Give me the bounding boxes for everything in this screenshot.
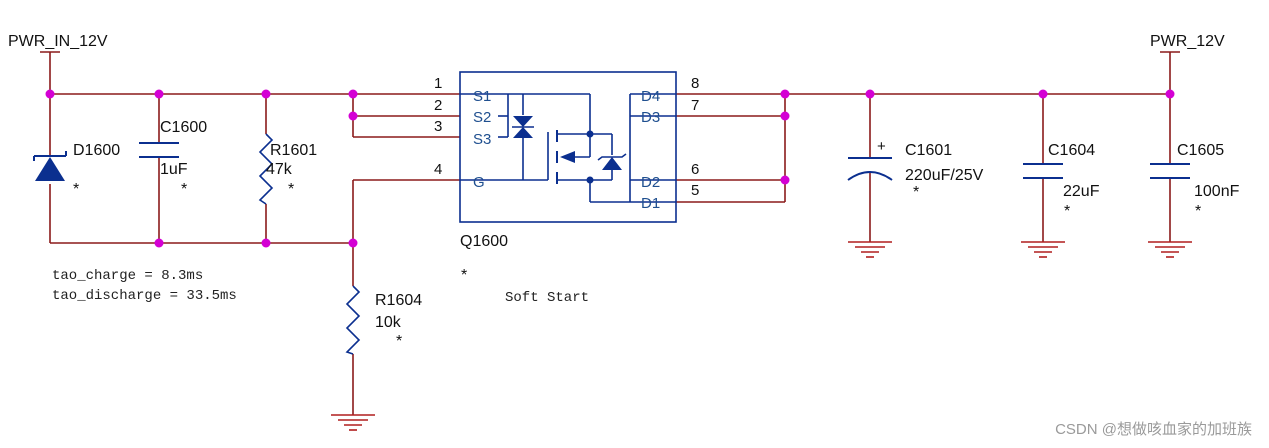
q1600-ref: Q1600 xyxy=(460,233,508,250)
mosfet-q1600 xyxy=(459,71,677,223)
d1600-ref: D1600 xyxy=(73,142,120,159)
capacitor-c1605 xyxy=(1150,163,1190,179)
junction-dot xyxy=(261,89,271,99)
junction-dot xyxy=(154,89,164,99)
ground-symbol-icon xyxy=(1148,241,1192,258)
pin-name-s3: S3 xyxy=(473,131,491,148)
capacitor-c1604 xyxy=(1023,163,1063,179)
junction-dot xyxy=(780,89,790,99)
c1605-mark: * xyxy=(1195,203,1201,220)
pin-number-2: 2 xyxy=(434,97,442,114)
c1600-value: 1uF xyxy=(160,161,188,178)
schematic-title: Soft Start xyxy=(505,290,589,306)
wires xyxy=(40,51,1180,415)
c1601-value: 220uF/25V xyxy=(905,167,984,184)
q1600-body xyxy=(459,71,677,223)
r1604-value: 10k xyxy=(375,314,402,331)
junction-dot xyxy=(780,175,790,185)
pin-name-d3: D3 xyxy=(641,109,660,126)
pin-name-g: G xyxy=(473,174,485,191)
c1604-value: 22uF xyxy=(1063,183,1100,200)
note-tao-discharge: tao_discharge = 33.5ms xyxy=(52,288,237,304)
pin-number-6: 6 xyxy=(691,161,699,178)
pin-number-4: 4 xyxy=(434,161,442,178)
junction-dot xyxy=(348,89,358,99)
c1604-ref: C1604 xyxy=(1048,142,1095,159)
note-tao-charge: tao_charge = 8.3ms xyxy=(52,268,203,284)
pin-number-1: 1 xyxy=(434,75,442,92)
junction-dot xyxy=(780,111,790,121)
pin-number-5: 5 xyxy=(691,182,699,199)
c1601-polarity: + xyxy=(877,138,886,155)
junction-dot xyxy=(1165,89,1175,99)
c1604-mark: * xyxy=(1064,203,1070,220)
pin-name-s2: S2 xyxy=(473,109,491,126)
c1605-ref: C1605 xyxy=(1177,142,1224,159)
r1601-value: 47k xyxy=(266,161,293,178)
pin-name-s1: S1 xyxy=(473,88,491,105)
r1601-ref: R1601 xyxy=(270,142,317,159)
d1600-mark: * xyxy=(73,181,79,198)
c1605-value: 100nF xyxy=(1194,183,1240,200)
c1601-ref: C1601 xyxy=(905,142,952,159)
net-label-pwr-in: PWR_IN_12V xyxy=(8,33,108,50)
r1601-mark: * xyxy=(288,181,294,198)
capacitor-c1601 xyxy=(847,157,893,181)
junction-dot xyxy=(348,111,358,121)
c1600-mark: * xyxy=(181,181,187,198)
pin-name-d2: D2 xyxy=(641,174,660,191)
internal-diode-icon xyxy=(513,127,533,138)
c1601-mark: * xyxy=(913,184,919,201)
watermark: CSDN @想做咳血家的加班族 xyxy=(1055,421,1252,438)
pin-name-d4: D4 xyxy=(641,88,660,105)
ground-symbol-icon xyxy=(848,241,892,258)
pin-number-8: 8 xyxy=(691,75,699,92)
junction-dot xyxy=(154,238,164,248)
junction-dots xyxy=(45,89,1175,248)
junction-dot xyxy=(1038,89,1048,99)
ground-symbol-icon xyxy=(1021,241,1065,258)
ground-symbol-icon xyxy=(331,414,375,431)
junction-dot xyxy=(261,238,271,248)
internal-diode-icon xyxy=(513,116,533,127)
junction-dot xyxy=(348,238,358,248)
junction-dot xyxy=(45,89,55,99)
q1600-mark: * xyxy=(461,267,467,284)
c1600-ref: C1600 xyxy=(160,119,207,136)
pin-name-d1: D1 xyxy=(641,195,660,212)
r1604-mark: * xyxy=(396,333,402,350)
capacitor-c1600 xyxy=(139,142,179,158)
pin-number-3: 3 xyxy=(434,118,442,135)
resistor-r1604 xyxy=(345,285,361,355)
diode-d1600 xyxy=(33,151,67,181)
diode-symbol-icon xyxy=(35,157,65,181)
channel-arrow-icon xyxy=(560,151,575,163)
r1604-ref: R1604 xyxy=(375,292,422,309)
junction-dot xyxy=(865,89,875,99)
net-label-pwr-out: PWR_12V xyxy=(1150,33,1225,50)
resistor-r1601 xyxy=(258,133,274,205)
body-diode-icon xyxy=(602,157,622,170)
pin-number-7: 7 xyxy=(691,97,699,114)
